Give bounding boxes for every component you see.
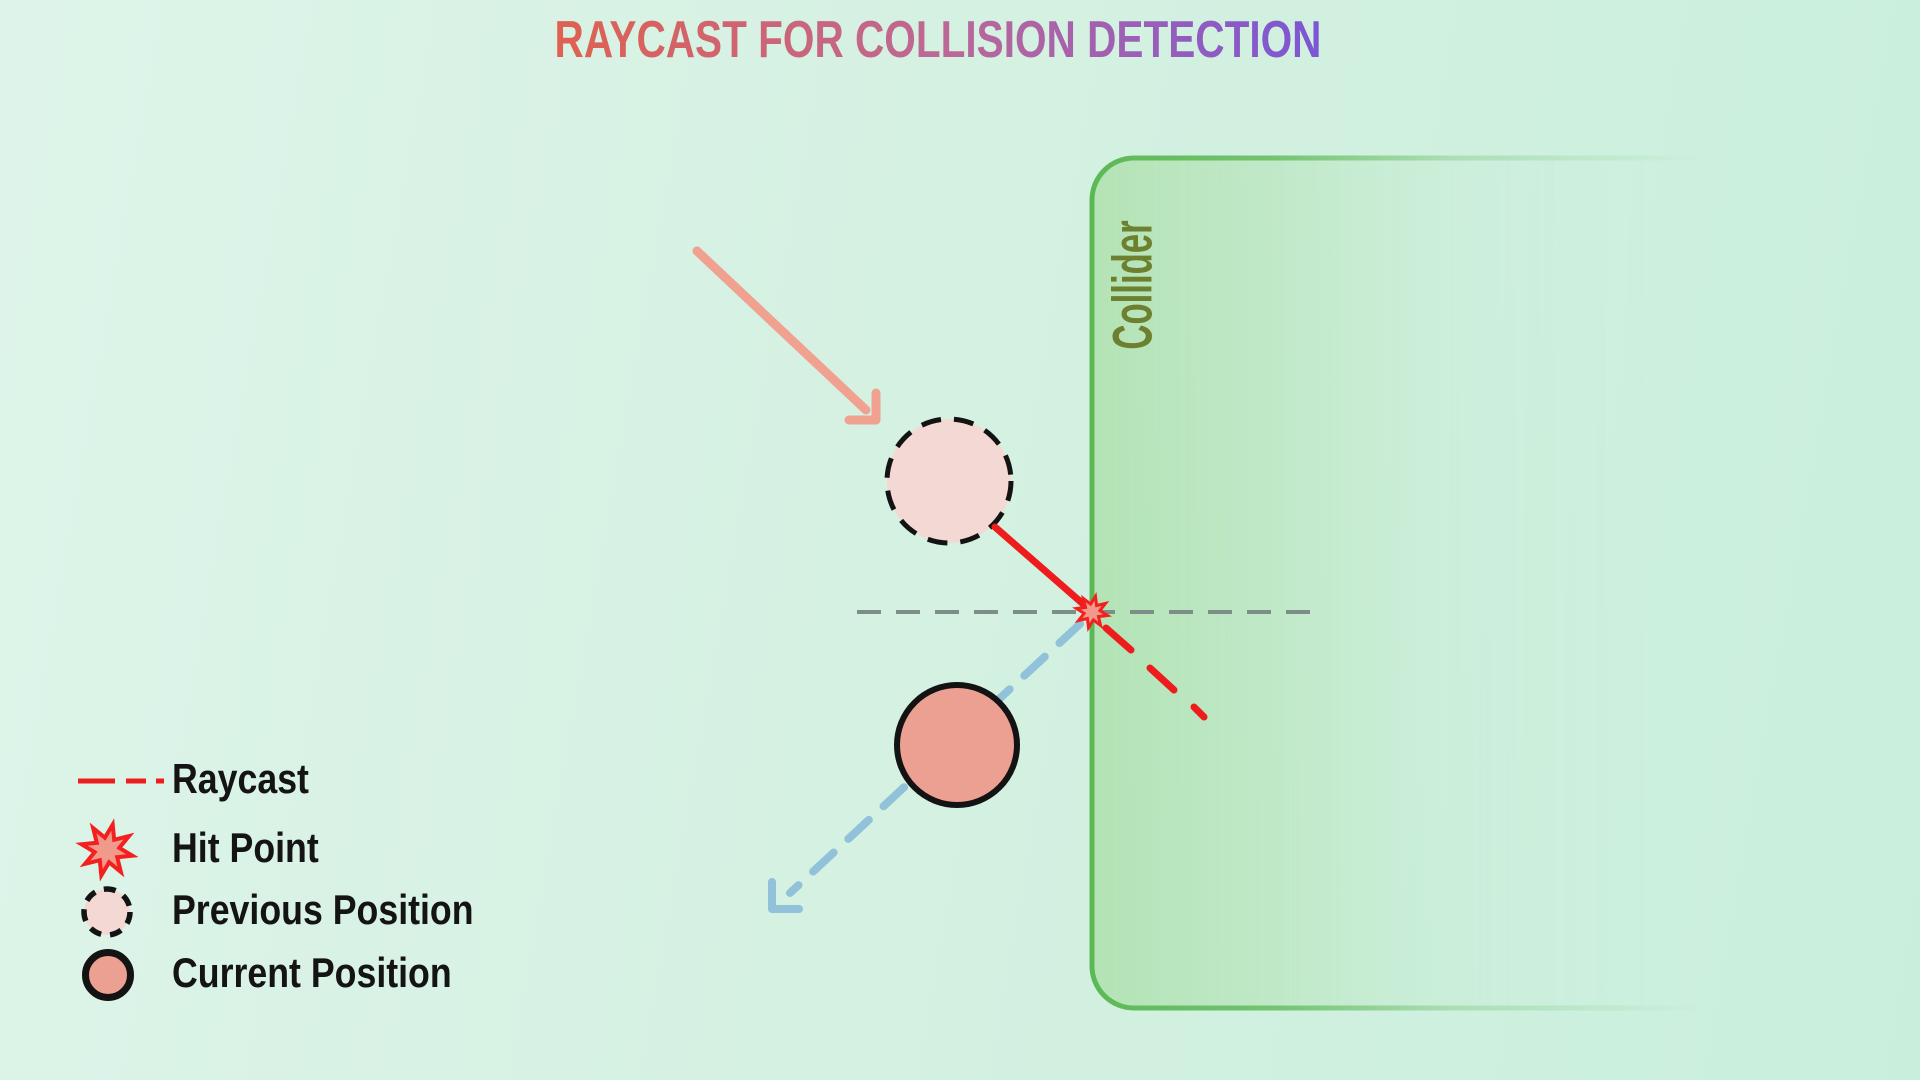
legend-label-raycast: Raycast <box>172 755 309 803</box>
legend-icons <box>75 778 164 1001</box>
motion-arrow <box>692 246 881 425</box>
motion-arrow-head-icon <box>844 388 881 425</box>
raycast-dash-2 <box>1146 664 1178 694</box>
collider-region <box>1089 155 1920 1011</box>
legend-label-current-position: Current Position <box>172 949 452 997</box>
current-position-circle <box>894 682 1020 808</box>
previous-position-circle-icon <box>81 886 133 938</box>
page-title: RAYCAST FOR COLLISION DETECTION <box>554 11 1322 69</box>
deflected-path-arrow-head-icon <box>768 878 803 913</box>
raycast-dash-3 <box>1190 703 1208 721</box>
raycast-dash-1 <box>1102 624 1135 654</box>
legend-label-previous-position: Previous Position <box>172 886 474 934</box>
raycast-line <box>991 523 1208 721</box>
collider-label: Collider <box>1100 220 1164 350</box>
hit-point-star-icon <box>75 818 139 882</box>
hit-point-star-icon <box>1072 592 1112 632</box>
raycast-solid-segment <box>991 523 1094 614</box>
motion-arrow-shaft <box>692 246 871 415</box>
previous-position-circle <box>884 416 1014 546</box>
legend-label-hit-point: Hit Point <box>172 824 319 872</box>
collider-rect <box>1089 155 1920 1011</box>
current-position-circle-icon <box>82 949 134 1001</box>
